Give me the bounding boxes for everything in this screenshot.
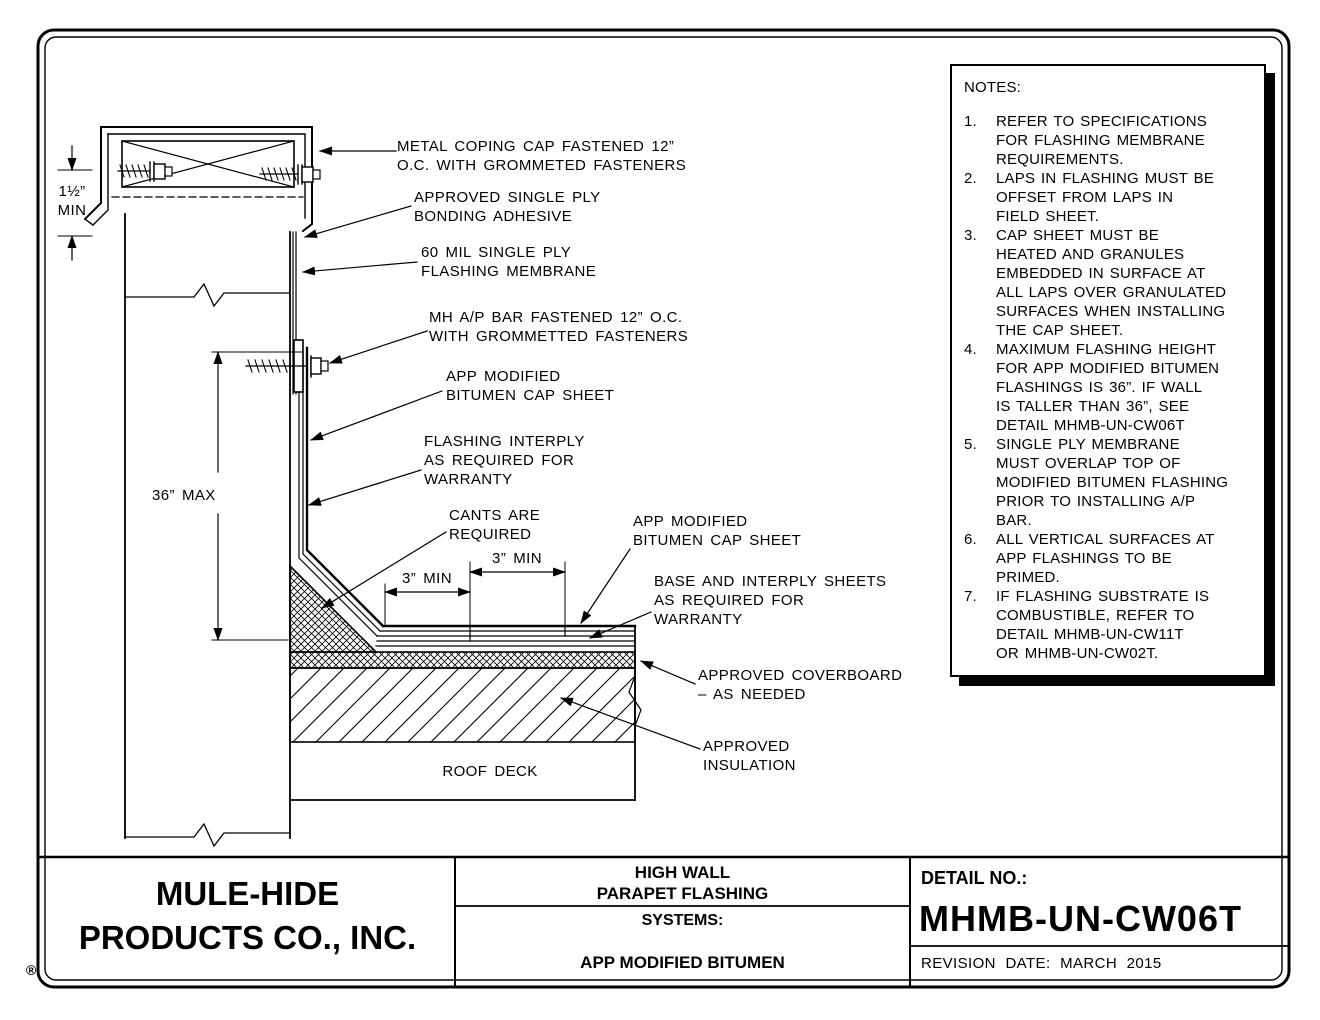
note-text: LAPS IN FLASHING MUST BE OFFSET FROM LAP… xyxy=(996,170,1215,225)
note-item: 1. REFER TO SPECIFICATIONS FOR FLASHING … xyxy=(964,112,1256,169)
note-text: REFER TO SPECIFICATIONS FOR FLASHING MEM… xyxy=(996,113,1207,168)
label-cap-sheet-wall: APP MODIFIED BITUMEN CAP SHEET xyxy=(446,368,615,404)
wood-blocking xyxy=(121,140,295,188)
system-type: APP MODIFIED BITUMEN xyxy=(580,953,785,972)
note-text: MAXIMUM FLASHING HEIGHT FOR APP MODIFIED… xyxy=(996,341,1220,434)
coverboard-layer xyxy=(289,651,636,669)
dim-3-min-b-text: 3” MIN xyxy=(492,550,542,567)
label-bonding-adhesive: APPROVED SINGLE PLY BONDING ADHESIVE xyxy=(414,189,601,225)
systems-label: SYSTEMS: xyxy=(641,912,724,929)
label-approved-insulation: APPROVED INSULATION xyxy=(703,738,796,774)
dimension-3-min-laps xyxy=(384,561,566,627)
dim-coping-face-text: 1½” MIN xyxy=(57,183,87,219)
label-cap-sheet-field: APP MODIFIED BITUMEN CAP SHEET xyxy=(633,513,802,549)
label-metal-coping-cap: METAL COPING CAP FASTENED 12” O.C. WITH … xyxy=(397,138,687,174)
ap-bar-assembly xyxy=(245,339,329,393)
wall-break-symbols xyxy=(124,282,291,848)
note-number: 6. xyxy=(964,531,977,548)
dimension-coping-face xyxy=(57,145,93,261)
note-item: 7. IF FLASHING SUBSTRATE IS COMBUSTIBLE,… xyxy=(964,587,1256,663)
detail-no-label: DETAIL NO.: xyxy=(921,868,1028,888)
note-text: CAP SHEET MUST BE HEATED AND GRANULES EM… xyxy=(996,227,1227,339)
note-text: SINGLE PLY MEMBRANE MUST OVERLAP TOP OF … xyxy=(996,436,1229,529)
company-name: MULE-HIDE PRODUCTS CO., INC. xyxy=(78,875,417,956)
label-base-interply-sheets: BASE AND INTERPLY SHEETS AS REQUIRED FOR… xyxy=(654,573,887,628)
note-item: 4. MAXIMUM FLASHING HEIGHT FOR APP MODIF… xyxy=(964,340,1256,435)
label-approved-coverboard: APPROVED COVERBOARD – AS NEEDED xyxy=(698,667,903,703)
note-item: 3. CAP SHEET MUST BE HEATED AND GRANULES… xyxy=(964,226,1256,340)
dim-3-min-a-text: 3” MIN xyxy=(402,570,452,587)
note-item: 5. SINGLE PLY MEMBRANE MUST OVERLAP TOP … xyxy=(964,435,1256,530)
note-number: 7. xyxy=(964,588,977,605)
note-number: 5. xyxy=(964,436,977,453)
label-ap-bar: MH A/P BAR FASTENED 12” O.C. WITH GROMME… xyxy=(429,309,689,345)
note-number: 1. xyxy=(964,113,977,130)
detail-no: MHMB-UN-CW06T xyxy=(919,898,1242,939)
registered-trademark: ® xyxy=(26,962,37,978)
note-text: ALL VERTICAL SURFACES AT APP FLASHINGS T… xyxy=(996,531,1215,586)
coping-fastener-right xyxy=(259,164,321,185)
label-60-mil-membrane: 60 MIL SINGLE PLY FLASHING MEMBRANE xyxy=(421,244,597,280)
label-roof-deck: ROOF DECK xyxy=(442,763,538,780)
title-block-grid xyxy=(38,855,1289,986)
note-item: 2. LAPS IN FLASHING MUST BE OFFSET FROM … xyxy=(964,169,1256,226)
label-flashing-interply: FLASHING INTERPLY AS REQUIRED FOR WARRAN… xyxy=(424,433,585,488)
note-number: 2. xyxy=(964,170,977,187)
system-title: HIGH WALL PARAPET FLASHING xyxy=(596,863,769,903)
note-item: 6. ALL VERTICAL SURFACES AT APP FLASHING… xyxy=(964,530,1256,587)
note-number: 3. xyxy=(964,227,977,244)
coping-fastener-left xyxy=(117,161,173,182)
leader-arrows xyxy=(302,146,701,750)
note-text: IF FLASHING SUBSTRATE IS COMBUSTIBLE, RE… xyxy=(996,588,1210,662)
label-cants-required: CANTS ARE REQUIRED xyxy=(449,507,541,543)
insulation-layer xyxy=(289,667,642,743)
notes-title: NOTES: xyxy=(964,79,1022,96)
cant-strip xyxy=(289,564,378,653)
parapet-wall xyxy=(124,213,291,839)
dim-36-max-text: 36” MAX xyxy=(152,487,216,504)
revision-date: REVISION DATE: MARCH 2015 xyxy=(921,955,1162,972)
page-border xyxy=(36,28,1291,989)
notes-panel: NOTES: 1. REFER TO SPECIFICATIONS FOR FL… xyxy=(950,64,1266,677)
dimension-36-max xyxy=(211,351,303,641)
note-number: 4. xyxy=(964,341,977,358)
modified-bitumen-flashing-lines xyxy=(298,346,385,637)
roof-deck-outline xyxy=(289,625,636,801)
